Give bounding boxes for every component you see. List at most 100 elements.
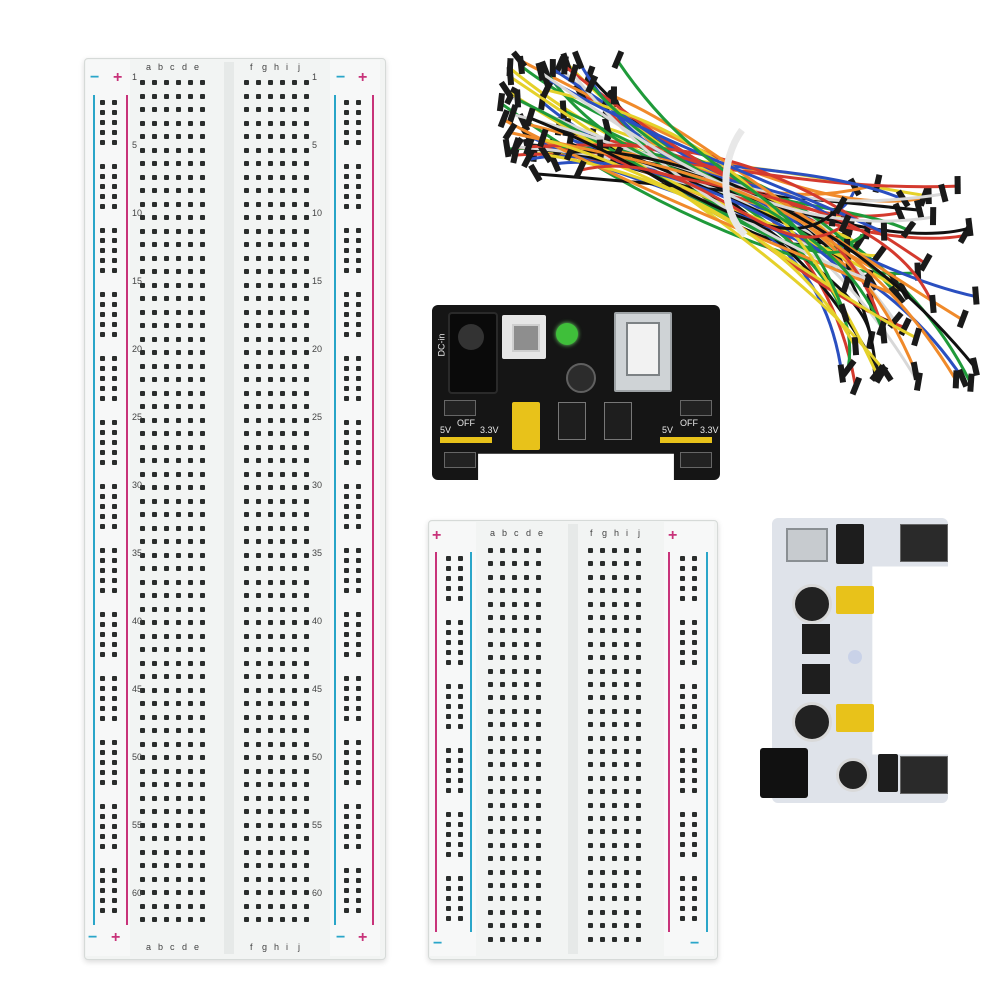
full-hole [164,822,169,828]
full-hole [200,741,205,747]
full-hole [200,80,205,85]
full-hole [152,728,157,733]
full-hole [292,849,297,855]
full-hole [188,363,193,369]
half-hole [624,655,629,661]
full-hole [256,471,261,477]
full-rail-hole [356,676,361,681]
wire-connector [497,109,510,129]
full-rail-hole [112,888,117,893]
half-hole [624,588,629,594]
half-hole [524,641,529,647]
half-hole [624,682,629,687]
full-hole [188,147,193,153]
full-hole [268,903,273,909]
full-hole [176,390,181,396]
full-hole [176,741,181,747]
jumper-wire [543,76,886,235]
full-rail-hole [112,834,117,839]
half-rail-hole [680,576,685,581]
mini-usb-port [786,528,828,562]
half-rail-hole [446,832,451,837]
full-hole [140,80,145,85]
half-hole [500,695,505,701]
full-hole [268,849,273,855]
full-hole [200,552,205,558]
full-hole [304,485,309,490]
full-hole [140,917,145,922]
full-hole [152,795,157,801]
full-rail-hole [344,686,349,691]
full-rail-hole [344,100,349,105]
full-rail-hole [356,420,361,425]
full-hole [140,849,145,855]
full-hole [200,849,205,855]
full-column-letter-bottom: h [274,942,280,952]
full-hole [164,134,169,139]
full-hole [152,404,157,409]
full-hole [176,633,181,639]
full-rail-hole [112,696,117,701]
half-hole [512,883,517,888]
half-hole [488,842,493,848]
full-hole [304,633,309,639]
full-hole [176,93,181,99]
white-cap-bottom [792,702,832,742]
full-hole [244,620,249,625]
full-rail-hole [356,100,361,105]
half-hole [588,628,593,634]
half-hole [500,615,505,620]
full-rail-hole [356,888,361,893]
full-hole [280,282,285,288]
full-hole [244,660,249,666]
full-hole [244,903,249,909]
half-rail-hole [680,596,685,601]
half-hole [500,668,505,674]
half-hole [512,655,517,661]
full-hole [280,255,285,261]
full-rail-hole [356,898,361,903]
half-hole [500,708,505,714]
full-rail-hole [356,716,361,721]
half-hole [624,668,629,674]
full-hole [176,323,181,328]
full-hole [164,80,169,85]
half-hole [636,722,641,728]
full-hole [176,471,181,477]
full-rail-hole [356,356,361,361]
full-hole [268,660,273,666]
full-hole [176,282,181,288]
full-hole [140,782,145,787]
full-rail-hole [100,110,105,115]
full-rail-hole [356,760,361,765]
full-hole [176,444,181,450]
full-rail-hole [344,514,349,519]
half-hole [536,548,541,553]
full-rail-hole [100,770,105,775]
full-row-number-right: 15 [312,276,323,286]
half-hole [488,708,493,714]
full-rail-hole [100,292,105,297]
half-hole [588,695,593,701]
full-hole [164,363,169,369]
half-hole [624,561,629,567]
half-hole [624,628,629,634]
full-hole [304,242,309,247]
full-hole [280,822,285,828]
full-hole [280,201,285,207]
half-hole [488,548,493,553]
half-hole [500,548,505,553]
full-hole [152,539,157,544]
full-hole [200,525,205,531]
full-hole [280,782,285,787]
half-rail-hole [692,586,697,591]
full-hole [304,215,309,220]
full-hole [292,593,297,598]
full-hole [140,809,145,814]
full-hole [268,822,273,828]
full-hole [188,458,193,463]
full-hole [188,161,193,166]
half-hole [636,641,641,647]
full-hole [280,161,285,166]
full-hole [176,377,181,382]
